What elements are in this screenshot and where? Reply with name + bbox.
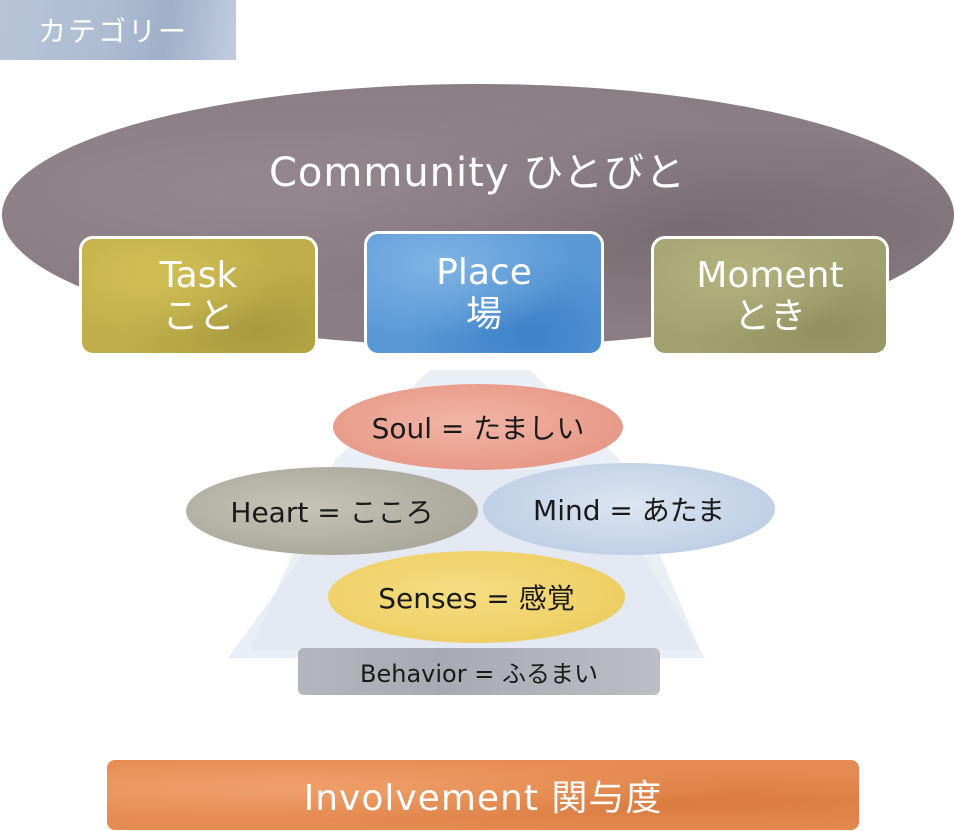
task-box: Task こと — [79, 236, 318, 356]
soul-label: Soul = たましい — [371, 412, 585, 445]
category-tag: カテゴリー — [0, 0, 236, 60]
involvement-label: Involvement 関与度 — [303, 778, 663, 819]
heart-oval: Heart = こころ — [186, 467, 478, 555]
moment-box: Moment とき — [651, 236, 889, 356]
mind-label: Mind = あたま — [533, 494, 725, 527]
task-title: Task — [159, 254, 238, 296]
involvement-bar: Involvement 関与度 — [107, 760, 859, 830]
behavior-label: Behavior = ふるまい — [360, 660, 598, 688]
moment-title: Moment — [696, 254, 844, 296]
place-title: Place — [436, 252, 532, 294]
category-tag-label: カテゴリー — [38, 15, 189, 48]
senses-oval: Senses = 感覚 — [328, 551, 625, 643]
heart-label: Heart = こころ — [230, 496, 434, 529]
mind-oval: Mind = あたま — [483, 463, 775, 555]
place-box: Place 場 — [364, 231, 604, 356]
moment-subtitle: とき — [733, 296, 806, 337]
behavior-box: Behavior = ふるまい — [298, 648, 660, 695]
task-subtitle: こと — [162, 296, 235, 337]
community-label: Community ひとびと — [268, 150, 687, 196]
place-subtitle: 場 — [465, 293, 502, 335]
senses-label: Senses = 感覚 — [378, 582, 575, 615]
soul-oval: Soul = たましい — [333, 384, 623, 470]
